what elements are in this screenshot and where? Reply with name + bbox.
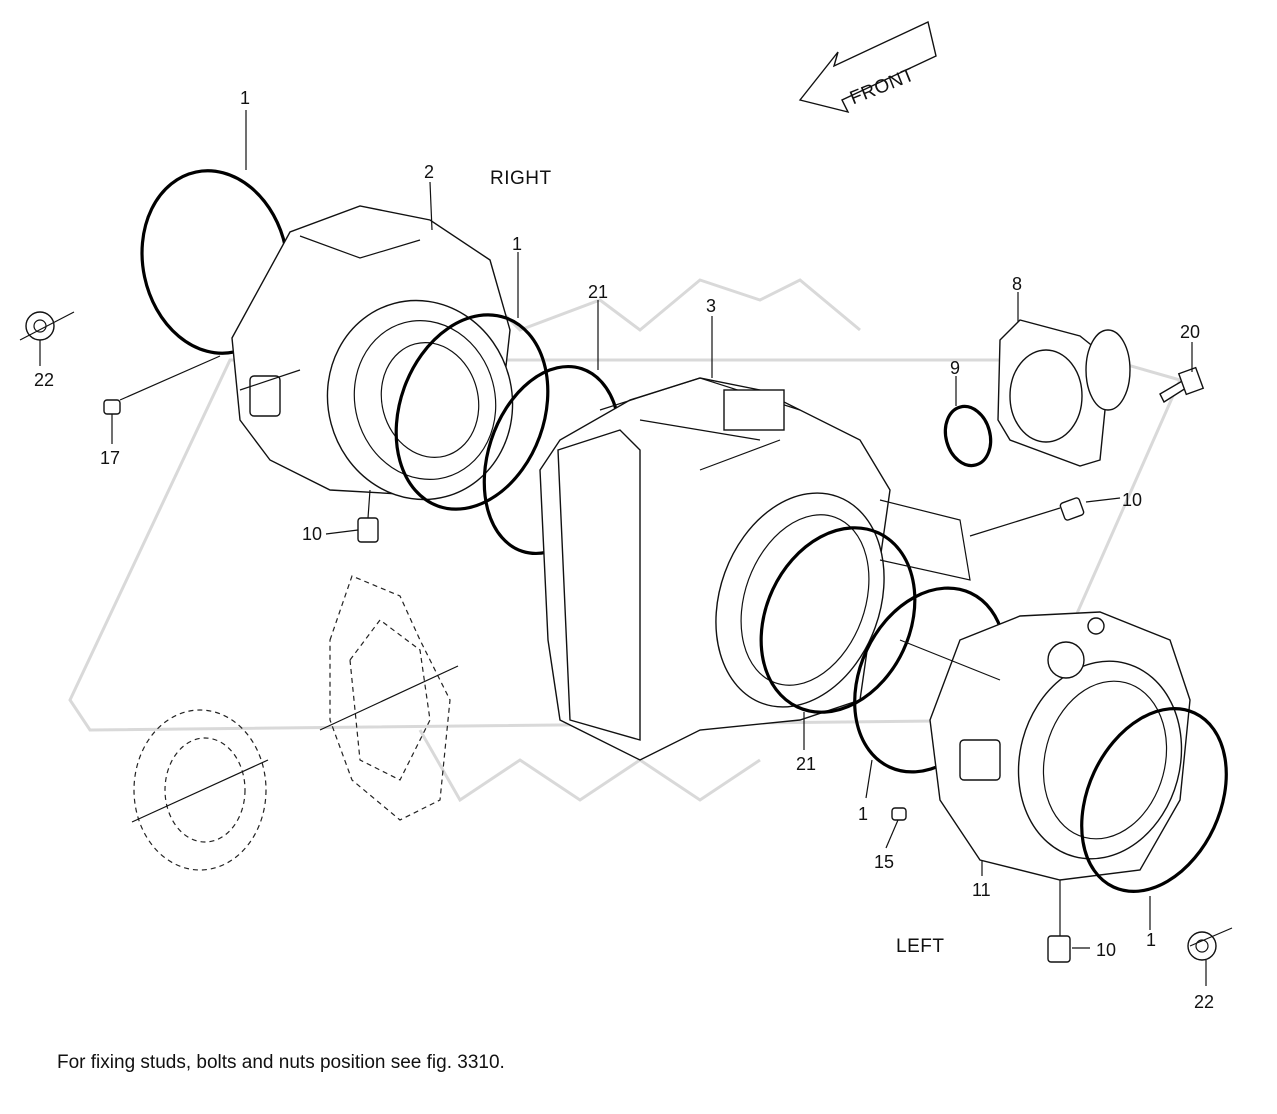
leader-lines — [19, 110, 1233, 986]
callout-15: 15 — [874, 852, 894, 872]
left-label: LEFT — [896, 936, 944, 957]
callout-10-left: 10 — [302, 524, 322, 544]
flange-part-8 — [997, 319, 1131, 467]
callout-22-right: 22 — [1194, 992, 1214, 1012]
right-label: RIGHT — [490, 168, 552, 189]
callout-8: 8 — [1012, 274, 1022, 294]
plug-part-22-b — [1187, 931, 1217, 961]
dashed-gasket-middle — [319, 575, 459, 821]
callout-11: 11 — [972, 880, 991, 900]
o-ring-part-1-d — [1080, 707, 1228, 893]
plug-part-15 — [891, 807, 907, 821]
bolt-part-20 — [1159, 366, 1205, 404]
callout-1-lower: 1 — [858, 804, 868, 824]
callout-17: 17 — [100, 448, 120, 468]
callout-2: 2 — [424, 162, 434, 182]
callout-20: 20 — [1180, 322, 1200, 342]
callout-21-top: 21 — [588, 282, 608, 302]
callout-10-bottom: 10 — [1096, 940, 1116, 960]
o-ring-part-21-b — [759, 526, 917, 714]
central-housing-part-3 — [539, 377, 891, 761]
callout-22-left: 22 — [34, 370, 54, 390]
callout-9: 9 — [950, 358, 960, 378]
callout-1-right: 1 — [1146, 930, 1156, 950]
front-arrow: FRONT — [798, 21, 937, 114]
callout-1-top: 1 — [240, 88, 250, 108]
dashed-gasket-left — [131, 709, 269, 871]
plug-part-10-c — [1047, 935, 1071, 963]
left-housing-part-11 — [929, 611, 1191, 881]
right-housing-part-2 — [231, 205, 514, 501]
plug-part-17 — [103, 399, 121, 415]
callout-21-bottom: 21 — [796, 754, 816, 774]
callout-3: 3 — [706, 296, 716, 316]
o-ring-part-1-b — [394, 313, 550, 511]
o-ring-part-9 — [943, 404, 993, 468]
callout-1-mid: 1 — [512, 234, 522, 254]
footnote: For fixing studs, bolts and nuts positio… — [57, 1052, 505, 1073]
plug-part-10-a — [357, 517, 379, 543]
callout-10-right: 10 — [1122, 490, 1142, 510]
plug-part-10-b — [1059, 497, 1085, 521]
plug-part-22-a — [25, 311, 55, 341]
callout-labels: 1 2 1 21 3 8 20 9 10 22 17 10 21 1 15 11… — [34, 88, 1214, 1012]
